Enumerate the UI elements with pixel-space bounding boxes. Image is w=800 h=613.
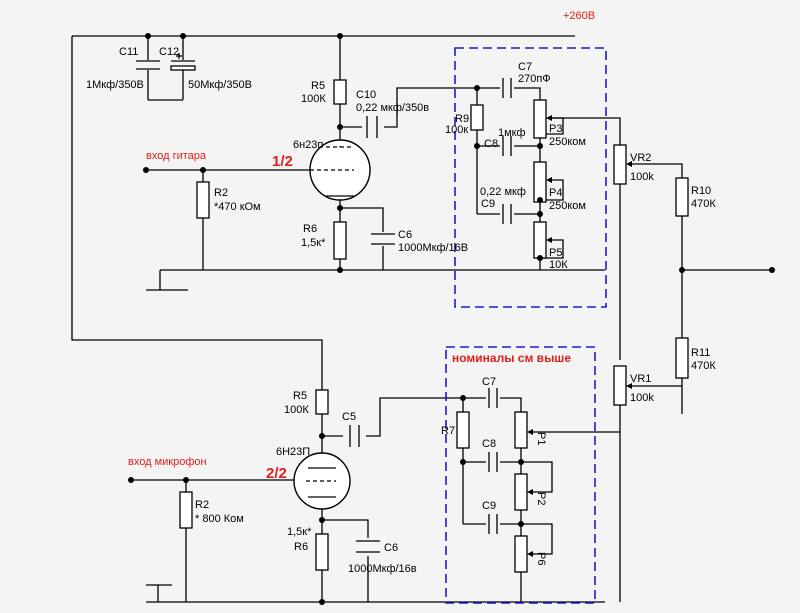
vr2-value: 100k [630,171,654,183]
pot-p5 [533,221,547,259]
c5-name: C5 [342,411,356,423]
r6-bottom-value: 1,5к* [287,526,312,538]
pot-vr1 [613,365,627,406]
pot-p2 [514,473,528,511]
c7-top-value: 270пФ [518,73,551,85]
r10-name: R10 [691,185,711,197]
resistor-r5-bottom [315,389,329,415]
r2-top-value: *470 кОм [214,201,261,213]
tube-top [309,139,371,201]
resistor-r9 [470,104,484,131]
r11-name: R11 [691,347,710,359]
pot-wipers [527,115,632,557]
r2-bottom-value: * 800 Ком [195,513,244,525]
labels: +260В C11 C12 1Мкф/350В 50Мкф/350В R5 10… [86,10,716,575]
c11-name: C11 [119,46,138,58]
c7-bottom-name: C7 [482,376,496,388]
vr1-value: 100k [630,392,654,404]
pot-p4 [533,161,547,203]
c9-bottom-name: C9 [482,500,496,512]
r5-bottom-name: R5 [293,390,307,402]
r2-bottom-name: R2 [195,499,209,511]
c11-value: 1Мкф/350В [86,79,144,91]
tube-top-label: 6н23п [293,139,323,151]
c8-top-name: C8 [484,138,498,150]
capacitors [136,53,512,556]
pot-p1 [514,411,528,449]
resistor-r5-top [333,79,347,105]
p6-name: P6 [535,552,547,565]
vr1-name: VR1 [630,373,651,385]
r2-top-name: R2 [214,187,228,199]
supply-label: +260В [563,10,595,22]
c6-top-value: 1000Мкф/16В [398,242,468,254]
c12-name: C12 [159,46,179,58]
p1-name: P1 [535,432,547,445]
p3-name: P3 [549,123,562,135]
tone-stack-frame-top [454,47,607,308]
p3-value: 250ком [549,136,586,148]
r9-name: R9 [455,113,469,125]
resistor-r7 [456,411,470,449]
tube-top-half: 1/2 [272,153,293,170]
c9-top-value: 0,22 мкф [480,186,526,198]
c6-bottom-value: 1000Мкф/16в [348,563,417,575]
r6-top-value: 1,5к* [301,237,326,249]
p5-value: 10К [549,259,568,271]
p4-name: P4 [549,187,562,199]
p5-name: P5 [549,247,562,259]
wires [71,35,772,603]
c9-top-name: C9 [481,198,495,210]
c6-bottom-name: C6 [384,542,398,554]
r5-top-name: R5 [311,80,325,92]
r11-value: 470К [691,360,716,372]
pot-p3 [533,99,547,139]
bottom-tone-header: номиналы см выше [452,351,571,365]
r10-value: 470К [691,198,716,210]
resistor-r6-bottom [315,533,329,571]
tube-bottom-label: 6Н23П [276,446,310,458]
r6-top-name: R6 [303,223,317,235]
tone-stack-frame-bottom [445,346,596,604]
r7-name: R7 [441,425,455,437]
p2-name: P2 [535,492,547,505]
r5-top-value: 100К [301,93,326,105]
tube-bottom-half: 2/2 [266,465,287,482]
c8-top-value: 1мкф [498,127,526,139]
c6-top-name: C6 [398,229,412,241]
vr2-name: VR2 [630,152,651,164]
c12-value: 50Мкф/350В [188,79,252,91]
p4-value: 250ком [549,200,586,212]
supply-feed-bottom-stage [71,36,323,390]
r5-bottom-value: 100К [284,404,309,416]
input-guitar-label: вход гитара [146,150,207,162]
c7-top-name: C7 [518,61,532,73]
pot-vr2 [613,144,627,185]
r6-bottom-name: R6 [294,541,308,553]
pot-p6 [514,535,528,573]
c8-bottom-name: C8 [482,438,496,450]
tube-bottom [293,452,351,510]
junction-dots [128,33,775,605]
c10-value: 0,22 мкф/350в [356,102,429,114]
resistor-r10 [675,177,689,217]
resistor-r6-top [333,221,347,260]
resistor-r2-bottom [179,491,193,529]
resistors [179,79,689,573]
input-mic-label: вход микрофон [128,456,207,468]
c10-name: C10 [356,89,376,101]
resistor-r2-top [196,181,210,219]
resistor-r11 [675,337,689,379]
r9-value: 100к [445,124,468,136]
